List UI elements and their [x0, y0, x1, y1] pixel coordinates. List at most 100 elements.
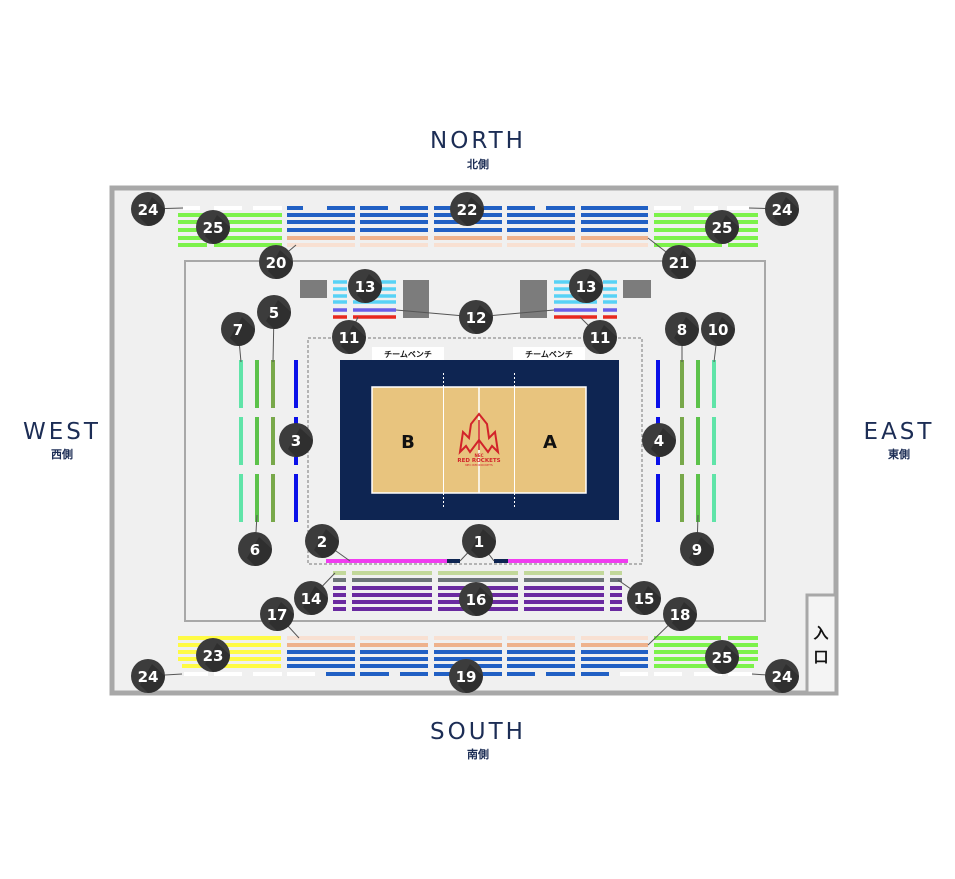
seat-row-16[interactable]: [352, 600, 432, 604]
seat-row-20-21[interactable]: [507, 236, 575, 240]
seat-row-20-21[interactable]: [434, 243, 502, 247]
section-badge-11[interactable]: 11: [332, 320, 366, 354]
seat-row-19[interactable]: [581, 672, 609, 676]
seat-row-20-21[interactable]: [507, 243, 575, 247]
seat-column[interactable]: [696, 474, 700, 522]
seat-row-12[interactable]: [353, 308, 396, 312]
seat-row-1[interactable]: [494, 559, 508, 563]
seat-row-11[interactable]: [554, 315, 597, 319]
seat-row-19[interactable]: [287, 650, 355, 654]
seat-row-16[interactable]: [524, 607, 604, 611]
seat-column[interactable]: [271, 417, 275, 465]
seat-row-22[interactable]: [507, 206, 535, 210]
section-badge-15[interactable]: 15: [627, 581, 661, 615]
seat-row-17-18[interactable]: [507, 636, 575, 640]
seat-row-19[interactable]: [507, 650, 575, 654]
seat-row-11[interactable]: [353, 315, 396, 319]
seat-row-19[interactable]: [434, 650, 502, 654]
seat-column[interactable]: [271, 360, 275, 408]
seat-row-19[interactable]: [360, 672, 389, 676]
seat-row-19[interactable]: [400, 672, 428, 676]
seat-row-16[interactable]: [352, 571, 432, 575]
seat-row-25[interactable]: [178, 220, 282, 224]
seat-row-1[interactable]: [447, 559, 460, 563]
seat-row-16[interactable]: [333, 593, 346, 597]
seat-row-22[interactable]: [507, 228, 575, 232]
seat-row-24[interactable]: [654, 206, 681, 210]
seat-row-22[interactable]: [581, 220, 648, 224]
seat-column[interactable]: [239, 474, 243, 522]
section-badge-18[interactable]: 18: [663, 597, 697, 631]
seat-row-22[interactable]: [434, 228, 502, 232]
seat-row-24[interactable]: [214, 206, 242, 210]
seat-row-22[interactable]: [581, 206, 648, 210]
seat-column[interactable]: [255, 417, 259, 465]
seat-row-17-18[interactable]: [507, 643, 575, 647]
seat-row-22[interactable]: [287, 220, 355, 224]
seat-column[interactable]: [294, 474, 298, 522]
seat-row-22[interactable]: [507, 213, 575, 217]
seat-column[interactable]: [239, 360, 243, 408]
seat-row-19[interactable]: [546, 672, 575, 676]
seat-row-22[interactable]: [507, 220, 575, 224]
seat-row-20-21[interactable]: [360, 236, 428, 240]
seat-row-16[interactable]: [524, 593, 604, 597]
seat-column[interactable]: [696, 360, 700, 408]
seat-row-16[interactable]: [333, 586, 346, 590]
seat-row-20-21[interactable]: [287, 243, 355, 247]
seat-row-23[interactable]: [178, 643, 281, 647]
seat-row-22[interactable]: [400, 206, 428, 210]
section-badge-9[interactable]: 9: [680, 532, 714, 566]
seat-row-25[interactable]: [214, 243, 282, 247]
seat-column[interactable]: [680, 417, 684, 465]
seat-row-13[interactable]: [603, 300, 617, 304]
section-badge-17[interactable]: 17: [260, 597, 294, 631]
seat-row-16[interactable]: [333, 571, 346, 575]
section-badge-10[interactable]: 10: [701, 312, 735, 346]
seat-row-13[interactable]: [603, 294, 617, 298]
seat-row-23[interactable]: [178, 636, 281, 640]
seat-row-19[interactable]: [507, 672, 535, 676]
seat-row-13[interactable]: [353, 300, 396, 304]
seat-row-24[interactable]: [694, 672, 722, 676]
seat-row-16[interactable]: [333, 607, 346, 611]
section-badge-4[interactable]: 4: [642, 423, 676, 457]
seat-column[interactable]: [680, 474, 684, 522]
seat-row-25[interactable]: [178, 243, 207, 247]
seat-row-12[interactable]: [554, 308, 597, 312]
seat-row-25[interactable]: [654, 636, 721, 640]
seat-row-20-21[interactable]: [581, 236, 648, 240]
seat-row-16[interactable]: [352, 578, 432, 582]
section-badge-25[interactable]: 25: [705, 210, 739, 244]
seat-column[interactable]: [712, 360, 716, 408]
seat-row-25[interactable]: [654, 236, 758, 240]
seat-row-19[interactable]: [360, 657, 428, 661]
seat-row-19[interactable]: [434, 657, 502, 661]
seat-row-22[interactable]: [360, 206, 388, 210]
section-badge-16[interactable]: 16: [459, 582, 493, 616]
seat-row-19[interactable]: [360, 664, 428, 668]
seat-row-24[interactable]: [253, 206, 282, 210]
seat-row-16[interactable]: [610, 578, 622, 582]
seat-row-16[interactable]: [333, 600, 346, 604]
seat-row-24[interactable]: [654, 672, 682, 676]
seat-row-17-18[interactable]: [360, 636, 428, 640]
seat-row-22[interactable]: [360, 213, 428, 217]
seat-row-19[interactable]: [326, 672, 355, 676]
seat-row-17-18[interactable]: [581, 643, 648, 647]
seat-row-24[interactable]: [253, 672, 282, 676]
seat-row-16[interactable]: [610, 600, 622, 604]
seat-row-25[interactable]: [728, 243, 758, 247]
seat-column[interactable]: [712, 417, 716, 465]
seat-row-22[interactable]: [287, 206, 303, 210]
seat-row-25[interactable]: [654, 643, 758, 647]
section-badge-24[interactable]: 24: [765, 192, 799, 226]
section-badge-13[interactable]: 13: [348, 269, 382, 303]
seat-row-2[interactable]: [326, 559, 447, 563]
seat-row-19[interactable]: [507, 657, 575, 661]
seat-row-17-18[interactable]: [287, 643, 355, 647]
seat-row-22[interactable]: [546, 206, 575, 210]
seat-row-22[interactable]: [360, 220, 428, 224]
seat-row-25[interactable]: [728, 636, 758, 640]
section-badge-11[interactable]: 11: [583, 320, 617, 354]
